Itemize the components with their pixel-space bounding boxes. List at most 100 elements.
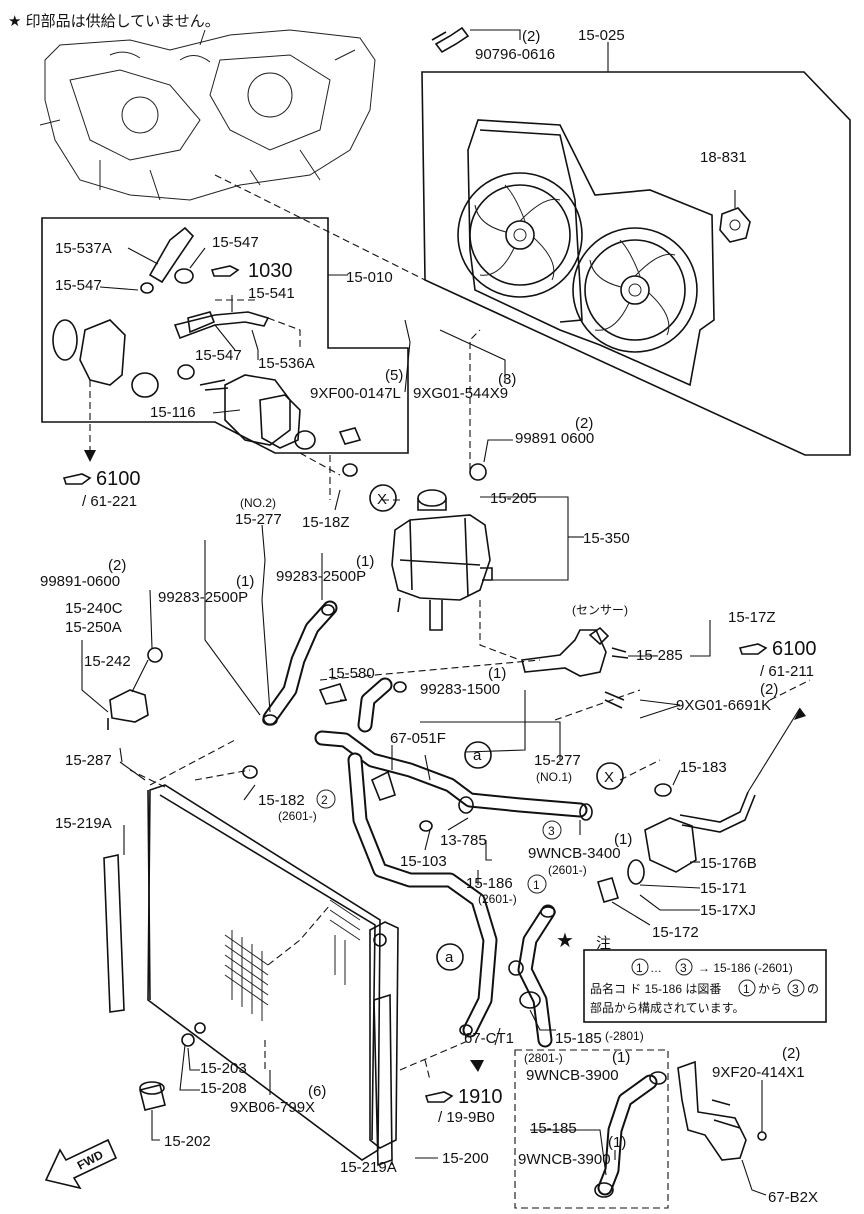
fwd-arrow-icon: FWD: [44, 1138, 118, 1190]
label-no2: (NO.2): [240, 496, 276, 510]
label-15-219a-bottom: 15-219A: [340, 1159, 397, 1176]
circled-a-2: a: [445, 949, 454, 966]
label-9wncb-3900-a: 9WNCB-3900: [526, 1067, 619, 1084]
label-67-ct1: 67-CT1: [464, 1030, 514, 1047]
fwd-label: FWD: [75, 1147, 106, 1172]
label-15-17xj: 15-17XJ: [700, 902, 756, 919]
qty-15-176b: (1): [614, 831, 632, 848]
label-67-051f: 67-051F: [390, 730, 446, 747]
qty-99283-a: (1): [356, 553, 374, 570]
label-15-537a: 15-537A: [55, 240, 112, 257]
qty-99283-b: (1): [236, 573, 254, 590]
note-box: 注 1 … 3 → 15-186 (-2601) 品名コ ド 15-186 は図…: [583, 935, 827, 1023]
label-90796-0616: 90796-0616: [475, 46, 555, 63]
label-9wncb-3900-b: 9WNCB-3900: [518, 1151, 611, 1168]
page-ref-6100-b-label: 6100: [772, 638, 817, 660]
label-15-025: 15-025: [578, 27, 625, 44]
label-9xf20-414x1: 9XF20-414X1: [712, 1064, 805, 1081]
label-15-219a-top: 15-219A: [55, 815, 112, 832]
circled-a-1: a: [473, 747, 482, 764]
label-15-103: 15-103: [400, 853, 447, 870]
label-15-277-a: 15-277: [235, 511, 282, 528]
label-99283-1500: 99283-1500: [420, 681, 500, 698]
label-9xf00-0147l: 9XF00-0147L: [310, 385, 401, 402]
qty-99891-b: (2): [108, 557, 126, 574]
note-line-4: の: [807, 982, 819, 996]
label-18-831: 18-831: [700, 149, 747, 166]
label-99891-0600-a: 99891 0600: [515, 430, 594, 447]
pointing-hand-icon: [738, 643, 768, 655]
water-outlet-assembly: [521, 626, 629, 709]
label-15-277-b: 15-277: [534, 752, 581, 769]
label-2801-a: (-2801): [605, 1029, 644, 1043]
arrows: [84, 450, 806, 1072]
circled-numbers: 2 3 1: [316, 789, 562, 894]
qty-9wncb-3900-b: (1): [608, 1134, 626, 1151]
label-15-205: 15-205: [490, 490, 537, 507]
note-circled-3b: 3: [792, 982, 799, 996]
label-15-203: 15-203: [200, 1060, 247, 1077]
label-no1: (NO.1): [536, 770, 572, 784]
circled-number-3: 3: [548, 824, 555, 838]
note-line-2: 品名コ ド 15-186 は図番: [590, 981, 721, 996]
label-15-541: 15-541: [248, 285, 295, 302]
label-13-785: 13-785: [440, 832, 487, 849]
part-labels: 15-025 90796-0616 (2) 18-831 15-537A 15-…: [40, 27, 814, 897]
page-ref-1910-label: 1910: [458, 1086, 503, 1108]
circled-x-2: X: [604, 769, 614, 786]
note-circled-1b: 1: [743, 982, 750, 996]
qty-9wncb-3900-a: (1): [612, 1049, 630, 1066]
note-line-3: から: [758, 982, 782, 996]
label-15-171: 15-171: [700, 880, 747, 897]
label-15-185-a: 15-185: [555, 1030, 602, 1047]
qty-99283-c: (1): [488, 665, 506, 682]
label-9wncb-3400: 9WNCB-3400: [528, 845, 621, 862]
qty-9xg01-6691: (2): [760, 681, 778, 698]
star-marker-icon: ★: [556, 930, 574, 952]
label-15-285: 15-285: [636, 647, 683, 664]
label-15-242: 15-242: [84, 653, 131, 670]
label-15-580: 15-580: [328, 665, 375, 682]
circled-number-1: 1: [533, 878, 540, 892]
label-15-547-a: 15-547: [212, 234, 259, 251]
pointing-hand-icon: [62, 473, 92, 485]
qty-99891-a: (2): [575, 415, 593, 432]
note-line-5: 部品から構成されています。: [590, 1000, 744, 1015]
label-15-182: 15-182: [258, 792, 305, 809]
leader-lines: [81, 42, 811, 1209]
page-ref-6100-b[interactable]: 6100: [738, 638, 817, 660]
page-ref-1910[interactable]: 1910: [424, 1086, 503, 1108]
water-pump-box: [41, 217, 409, 454]
label-9xg01-6691k: 9XG01-6691K: [676, 697, 771, 714]
label-15-185-b: 15-185: [530, 1120, 577, 1137]
label-15-116: 15-116: [150, 404, 196, 421]
label-2601-b: (2601-): [548, 863, 587, 877]
page-ref-6100-a[interactable]: 6100: [62, 468, 141, 490]
label-2801-b: (2801-): [524, 1051, 563, 1065]
label-15-547-c: 15-547: [195, 347, 242, 364]
circled-letters: X X a a: [369, 484, 624, 971]
label-15-287: 15-287: [65, 752, 112, 769]
qty-9xb06: (6): [308, 1083, 326, 1100]
label-15-17z: 15-17Z: [728, 609, 776, 626]
page-ref-1030-label: 1030: [248, 260, 293, 282]
qty-90796: (2): [522, 28, 540, 45]
label-15-200: 15-200: [442, 1150, 489, 1167]
pointing-hand-icon: [210, 265, 240, 277]
label-15-350: 15-350: [583, 530, 630, 547]
radiator: [103, 647, 399, 1167]
label-15-547-b: 15-547: [55, 277, 102, 294]
bracket-67-b2x: [677, 1060, 767, 1161]
label-2601-a: (2601-): [278, 809, 317, 823]
label-99891-0600-b: 99891-0600: [40, 573, 120, 590]
qty-9xf20: (2): [782, 1045, 800, 1062]
page-ref-1030[interactable]: 1030: [210, 260, 293, 282]
label-67-b2x: 67-B2X: [768, 1189, 818, 1206]
label-15-240c: 15-240C: [65, 600, 123, 617]
label-15-176b: 15-176B: [700, 855, 757, 872]
note-ellipsis: …: [650, 961, 662, 975]
note-circled-1: 1: [636, 961, 643, 975]
label-61-221: / 61-221: [82, 493, 137, 510]
label-15-536a: 15-536A: [258, 355, 315, 372]
label-15-186: 15-186: [466, 875, 513, 892]
